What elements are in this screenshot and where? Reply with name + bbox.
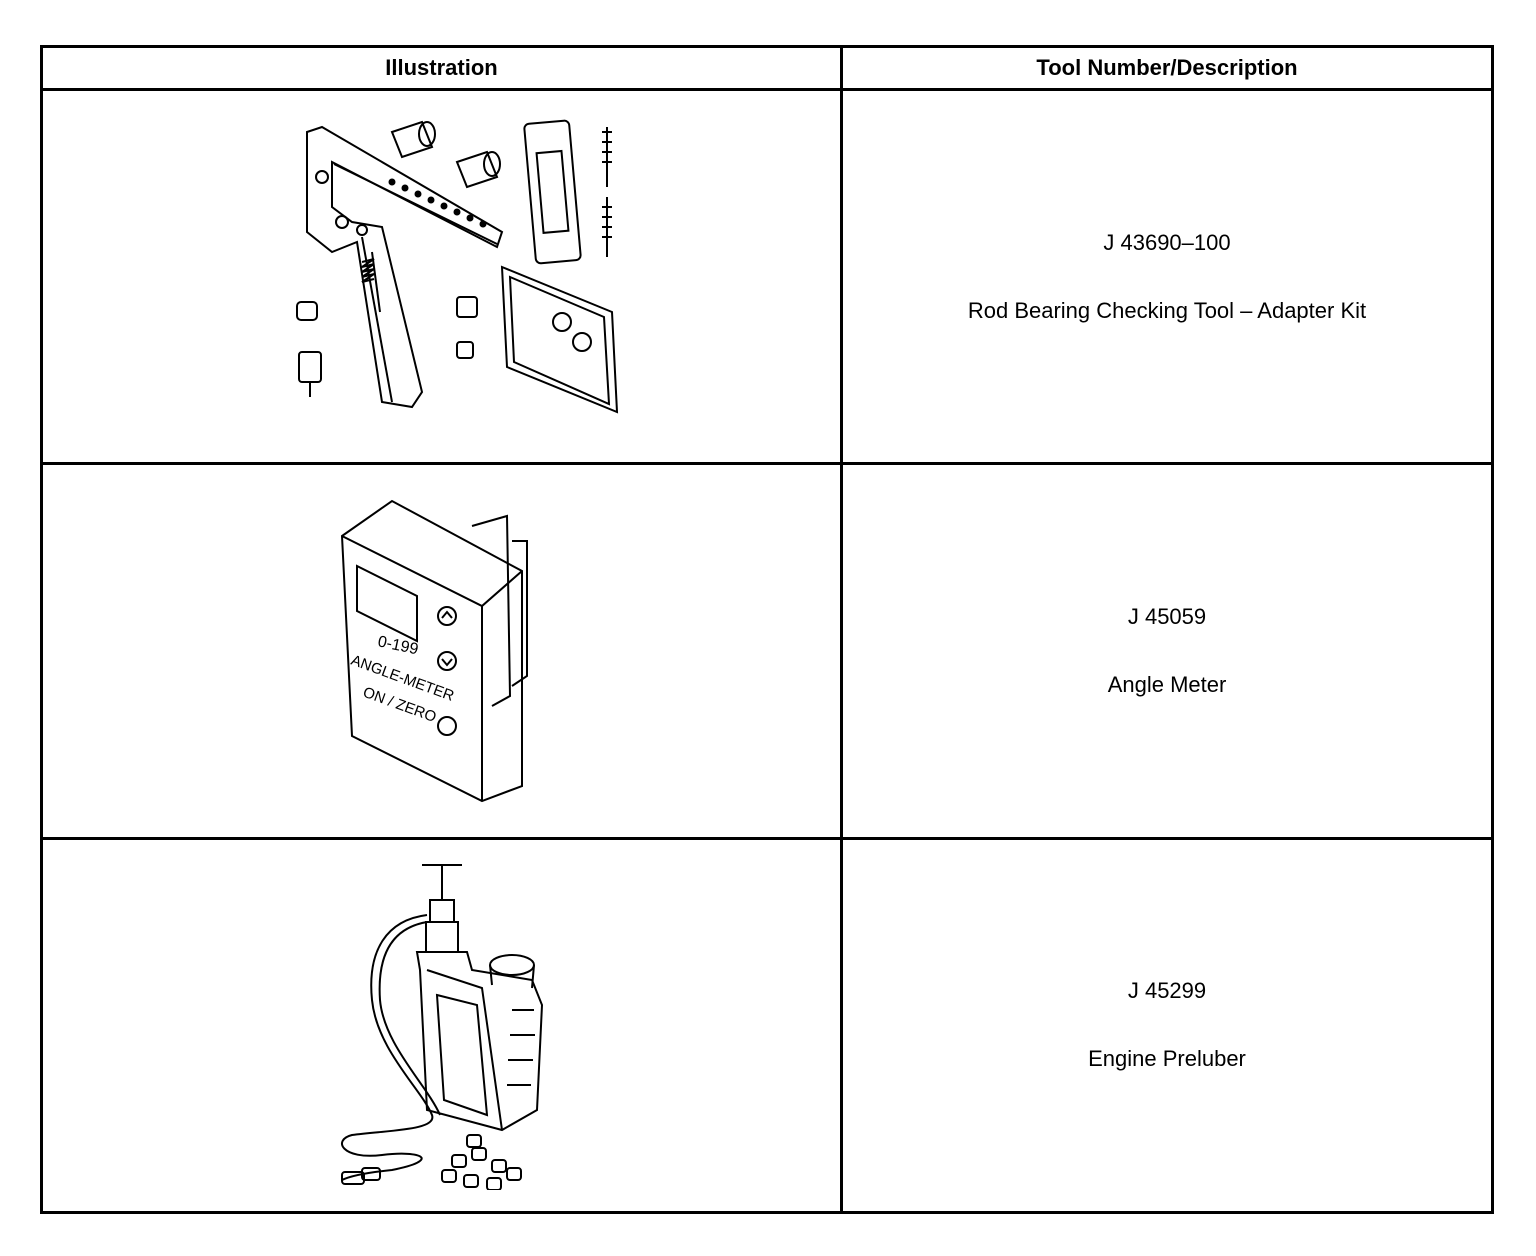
meter-range-label: 0-199 (376, 633, 420, 658)
table-row: J 45299 Engine Preluber (40, 836, 1494, 1215)
tool-number: J 45299 (1127, 978, 1207, 1004)
tool-number: J 45059 (1127, 604, 1207, 629)
adapter-kit-illustration (295, 119, 618, 414)
illustration-cell (40, 88, 843, 466)
description-cell: J 45059 Angle Meter (840, 462, 1494, 840)
tool-description: Engine Preluber (1088, 1046, 1246, 1072)
header-illustration: Illustration (40, 44, 843, 92)
description-cell: J 45299 Engine Preluber (840, 836, 1494, 1215)
engine-preluber-illustration (340, 864, 543, 1191)
header-tool-description: Tool Number/Description (840, 44, 1494, 92)
angle-meter-illustration: 0-199 ANGLE-METER ON / ZERO (340, 499, 528, 803)
table-row: 0-199 ANGLE-METER ON / ZERO J 45059 Angl… (40, 462, 1494, 840)
tool-description: Angle Meter (1107, 672, 1227, 697)
tool-number: J 43690–100 (1103, 229, 1231, 255)
header-row: Illustration Tool Number/Description (40, 44, 1494, 92)
tool-table: Illustration Tool Number/Description (40, 44, 1494, 1215)
illustration-cell: 0-199 ANGLE-METER ON / ZERO (40, 462, 843, 840)
table-row: J 43690–100 Rod Bearing Checking Tool – … (40, 88, 1494, 466)
description-cell: J 43690–100 Rod Bearing Checking Tool – … (840, 88, 1494, 466)
illustration-cell (40, 836, 843, 1215)
tool-description: Rod Bearing Checking Tool – Adapter Kit (967, 297, 1367, 323)
